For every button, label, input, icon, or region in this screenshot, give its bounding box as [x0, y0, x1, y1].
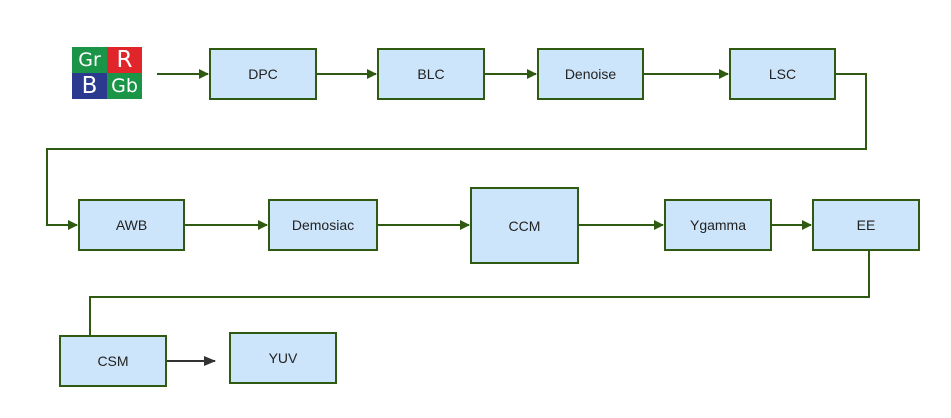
node-yuv: YUV	[229, 332, 337, 384]
node-ee: EE	[812, 199, 920, 251]
node-ygamma: Ygamma	[664, 199, 772, 251]
node-csm: CSM	[59, 335, 167, 387]
connector-ee-csm	[89, 250, 870, 336]
node-demosiac: Demosiac	[268, 199, 378, 251]
bayer-cell-gb: Gb	[107, 73, 142, 99]
node-denoise: Denoise	[537, 48, 644, 100]
node-dpc: DPC	[209, 48, 317, 100]
bayer-cell-gr: Gr	[72, 47, 107, 73]
node-lsc: LSC	[729, 48, 836, 100]
bayer-cell-r: R	[107, 47, 142, 73]
connector-lsc-awb	[46, 73, 867, 230]
bayer-pattern-icon: Gr R B Gb	[72, 47, 142, 99]
node-ccm: CCM	[470, 187, 579, 264]
bayer-cell-b: B	[72, 73, 107, 99]
node-blc: BLC	[377, 48, 485, 100]
node-awb: AWB	[78, 199, 185, 251]
